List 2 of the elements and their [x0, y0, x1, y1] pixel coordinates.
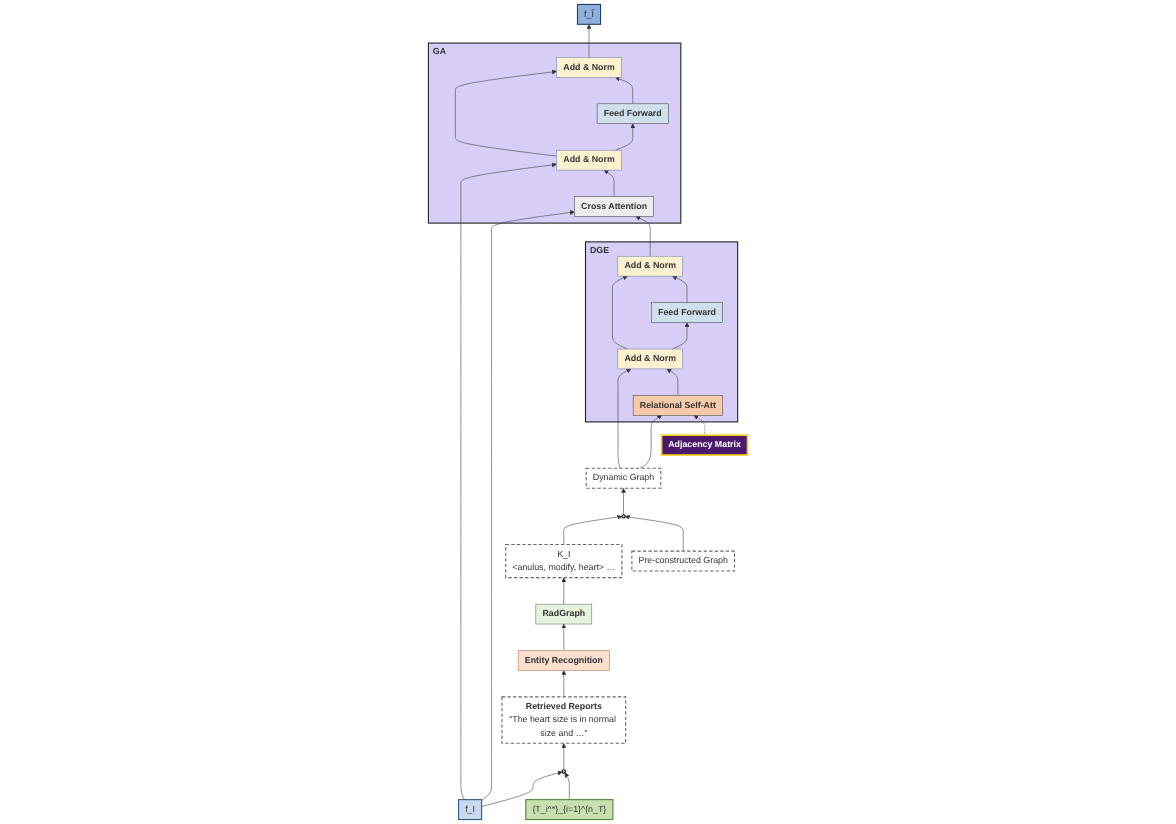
- node-circle: [561, 769, 567, 774]
- node-circle: [621, 514, 626, 519]
